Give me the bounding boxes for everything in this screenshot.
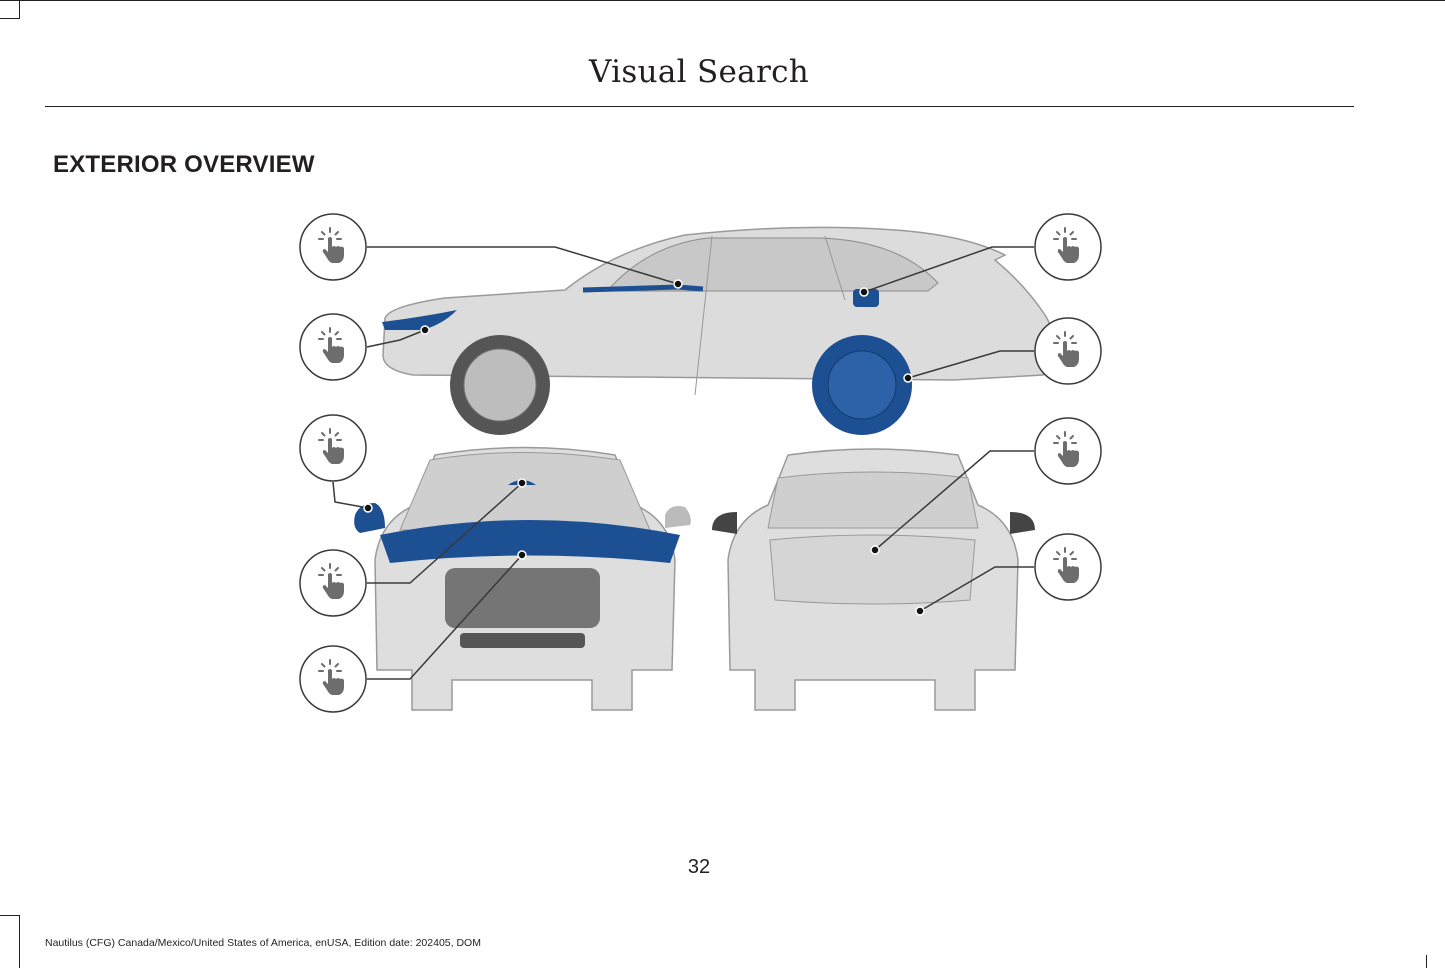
crop-mark bbox=[19, 915, 20, 968]
hotspot-headlamp-button[interactable] bbox=[299, 313, 367, 381]
vehicle-side-view bbox=[382, 226, 1055, 435]
crop-mark bbox=[0, 18, 19, 19]
footer-edition-info: Nautilus (CFG) Canada/Mexico/United Stat… bbox=[45, 937, 481, 949]
hotspot-wheel-tire-button[interactable] bbox=[1034, 317, 1102, 385]
hotspot-fuel-filler-door-button[interactable] bbox=[1034, 213, 1102, 281]
hotspot-hood-button[interactable] bbox=[299, 645, 367, 713]
title-rule bbox=[45, 106, 1354, 107]
hotspot-windshield-wipers-button[interactable] bbox=[299, 549, 367, 617]
page-title: Visual Search bbox=[589, 54, 809, 90]
crop-mark bbox=[19, 0, 20, 19]
hotspot-side-window-button[interactable] bbox=[299, 213, 367, 281]
crop-mark-top bbox=[0, 0, 1445, 1]
section-heading: EXTERIOR OVERVIEW bbox=[53, 151, 315, 178]
page-number: 32 bbox=[687, 856, 711, 878]
vehicle-rear-view bbox=[712, 448, 1035, 711]
hotspot-liftgate-button[interactable] bbox=[1034, 417, 1102, 485]
crop-mark bbox=[0, 915, 19, 916]
leader-lines bbox=[332, 246, 1034, 680]
leader-dots bbox=[363, 279, 925, 616]
vehicle-front-view bbox=[354, 446, 691, 711]
hotspot-rear-bumper-button[interactable] bbox=[1034, 533, 1102, 601]
crop-mark bbox=[1426, 955, 1427, 968]
hotspot-exterior-mirror-button[interactable] bbox=[299, 414, 367, 482]
